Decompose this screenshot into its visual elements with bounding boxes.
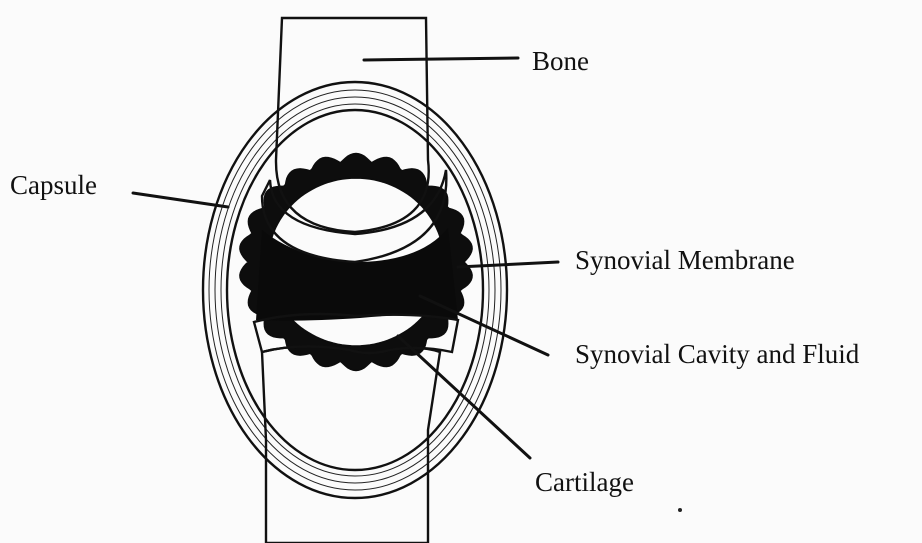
cartilage-leader bbox=[398, 336, 530, 458]
bone-leader bbox=[364, 58, 518, 60]
stray-dot bbox=[678, 508, 682, 512]
capsule-leader bbox=[133, 193, 228, 207]
bone-label: Bone bbox=[532, 46, 589, 76]
synovial-cavity-label: Synovial Cavity and Fluid bbox=[575, 339, 860, 369]
cartilage-label: Cartilage bbox=[535, 467, 634, 497]
synovial-membrane-leader bbox=[458, 262, 558, 267]
capsule-label: Capsule bbox=[10, 170, 97, 200]
synovial-membrane-label: Synovial Membrane bbox=[575, 245, 795, 275]
